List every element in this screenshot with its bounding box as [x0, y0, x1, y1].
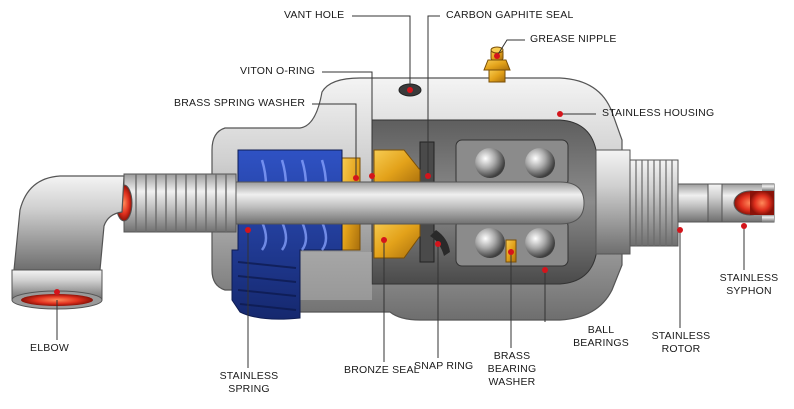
label-ball-bearings-line-2: BEARINGS — [573, 337, 629, 349]
label-brass-bearing-washer-line-3: WASHER — [488, 376, 536, 388]
label-stainless-spring: STAINLESS SPRING — [218, 370, 280, 396]
label-brass-spring-washer: BRASS SPRING WASHER — [174, 97, 306, 109]
label-vant-hole: VANT HOLE — [284, 9, 345, 21]
label-stainless-rotor-line-2: ROTOR — [661, 343, 701, 355]
label-stainless-spring-line-2: SPRING — [228, 383, 270, 395]
stainless-syphon-part — [677, 183, 775, 223]
label-bronze-seal: BRONZE SEAL — [344, 364, 420, 376]
label-grease-nipple: GREASE NIPPLE — [530, 33, 617, 45]
label-carbon-graphite-seal: CARBON GAPHITE SEAL — [446, 9, 574, 21]
label-snap-ring: SNAP RING — [414, 360, 474, 372]
label-stainless-housing: STAINLESS HOUSING — [602, 107, 715, 119]
label-stainless-rotor: STAINLESS ROTOR — [650, 330, 712, 356]
label-ball-bearings: BALL BEARINGS — [566, 324, 636, 350]
leader-lines — [56, 15, 745, 368]
stainless-rotor-part — [595, 149, 679, 255]
label-brass-bearing-washer-line-2: BEARING — [487, 363, 537, 375]
label-stainless-syphon-line-2: SYPHON — [726, 285, 772, 297]
part-markers — [54, 53, 747, 295]
center-shaft-part — [149, 181, 585, 225]
label-stainless-syphon: STAINLESS SYPHON — [718, 272, 780, 298]
label-stainless-syphon-line-1: STAINLESS — [719, 272, 779, 284]
label-brass-bearing-washer-line-1: BRASS — [493, 350, 531, 362]
elbow-part — [11, 175, 125, 310]
label-viton-o-ring: VITON O-RING — [240, 65, 316, 77]
label-brass-bearing-washer: BRASS BEARING WASHER — [484, 350, 540, 389]
label-stainless-rotor-line-1: STAINLESS — [651, 330, 711, 342]
label-stainless-spring-line-1: STAINLESS — [219, 370, 279, 382]
threaded-nipple-part — [115, 173, 237, 233]
label-ball-bearings-line-1: BALL — [587, 324, 615, 336]
bronze-seal-part — [373, 149, 421, 259]
label-elbow: ELBOW — [30, 342, 69, 354]
grease-nipple-part — [483, 46, 511, 83]
